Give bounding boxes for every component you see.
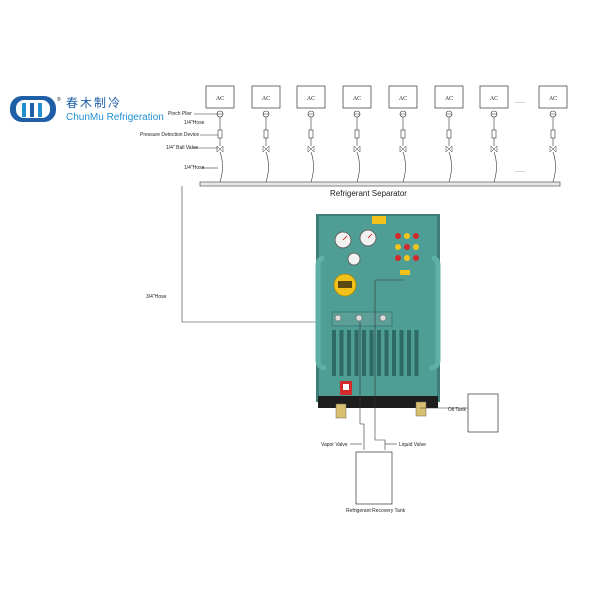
ball-valve-icon xyxy=(490,145,498,153)
ball-valve-icon xyxy=(216,145,224,153)
warning-label xyxy=(372,216,386,224)
vapor-hose xyxy=(359,322,365,450)
vent-slot xyxy=(347,330,351,376)
label-oil-tank: Oil Tank xyxy=(448,407,466,413)
machine-vents xyxy=(332,330,419,376)
quarter-hose xyxy=(493,151,497,183)
quarter-hose xyxy=(219,151,223,183)
ac-unit xyxy=(251,85,281,109)
ac-column: AC xyxy=(479,85,509,183)
recovery-machine xyxy=(315,214,441,419)
pressure-device-icon xyxy=(491,129,497,139)
left-handle xyxy=(315,255,327,371)
ac-unit-label: AC xyxy=(490,96,498,102)
ball-valve-icon xyxy=(549,145,557,153)
quarter-hose xyxy=(402,151,406,183)
label-hose-1: 1/4"Hose xyxy=(184,120,205,126)
logo-english: ChunMu Refrigeration xyxy=(66,112,164,123)
ac-unit-label: AC xyxy=(216,96,224,102)
ac-unit xyxy=(388,85,418,109)
ellipsis-top: …… xyxy=(515,99,525,105)
ac-column: AC xyxy=(388,85,418,183)
ball-valve-icon xyxy=(307,145,315,153)
label-vapor-valve: Vapor Valve xyxy=(321,442,348,448)
ac-column: AC xyxy=(205,85,235,183)
logo-chinese: 春木制冷 xyxy=(66,96,122,110)
ac-columns: AC AC AC AC AC AC AC AC xyxy=(205,85,568,183)
vent-slot xyxy=(354,330,359,376)
ball-valve-icon xyxy=(353,145,361,153)
ball-valve-icon xyxy=(399,145,407,153)
ac-column: AC xyxy=(538,85,568,183)
ball-valve-icon xyxy=(445,145,453,153)
vent-slot xyxy=(377,330,381,376)
separator-title: Refrigerant Separator xyxy=(330,189,407,198)
vent-slot xyxy=(399,330,404,376)
pressure-device-icon xyxy=(550,129,556,139)
vent-slot xyxy=(407,330,411,376)
ac-column: AC xyxy=(342,85,372,183)
vent-slot xyxy=(414,330,419,376)
label-liquid-valve: Liquid Valve xyxy=(399,442,426,448)
vent-slot xyxy=(369,330,374,376)
machine-base xyxy=(318,396,438,408)
quarter-hose xyxy=(265,151,269,183)
switch-panel xyxy=(400,270,410,275)
vent-slot xyxy=(362,330,366,376)
ac-unit xyxy=(538,85,568,109)
ellipsis-mid: …… xyxy=(515,168,525,174)
vent-slot xyxy=(384,330,389,376)
quarter-hose xyxy=(356,151,360,183)
vent-slot xyxy=(339,330,344,376)
control-knobs xyxy=(395,233,419,261)
three-quarter-hose xyxy=(181,186,330,323)
pressure-device-icon xyxy=(308,129,314,139)
ac-unit-label: AC xyxy=(445,96,453,102)
pressure-device-icon xyxy=(400,129,406,139)
ac-unit-label: AC xyxy=(353,96,361,102)
oil-tank xyxy=(467,393,499,433)
ac-unit xyxy=(342,85,372,109)
separator-pipe xyxy=(199,181,561,187)
ac-unit-label: AC xyxy=(399,96,407,102)
ac-unit xyxy=(296,85,326,109)
mid-pressure-gauge xyxy=(347,252,361,266)
vent-slot xyxy=(332,330,336,376)
vent-slot xyxy=(392,330,396,376)
ac-column: AC xyxy=(434,85,464,183)
label-three-quarter-hose: 3/4"Hose xyxy=(146,294,167,300)
pressure-device-icon xyxy=(217,129,223,139)
logo-registered: ® xyxy=(57,96,61,103)
recovery-tank xyxy=(355,451,393,505)
label-recovery-tank: Refrigerant Recovery Tank xyxy=(346,508,406,514)
ac-unit-label: AC xyxy=(307,96,315,102)
quarter-hose xyxy=(310,151,314,183)
ball-valve-icon xyxy=(262,145,270,153)
pressure-device-icon xyxy=(263,129,269,139)
liquid-hose xyxy=(374,318,386,450)
ac-unit xyxy=(205,85,235,109)
ac-column: AC xyxy=(251,85,281,183)
ac-unit xyxy=(479,85,509,109)
ac-unit-label: AC xyxy=(549,96,557,102)
label-ball-valve: 1/4" Ball Valve xyxy=(166,145,198,151)
ac-column: AC xyxy=(296,85,326,183)
chunmu-logo: ® 春木制冷 ChunMu Refrigeration xyxy=(10,96,164,123)
quarter-hose xyxy=(552,151,556,183)
right-handle xyxy=(429,255,441,371)
label-pinch-plier: Pinch Plier xyxy=(168,111,192,117)
label-pressure-device: Pressure Detection Device xyxy=(140,132,199,138)
quarter-hose xyxy=(448,151,452,183)
label-hose-2: 1/4"Hose xyxy=(184,165,205,171)
ac-unit xyxy=(434,85,464,109)
ac-unit-label: AC xyxy=(262,96,270,102)
pressure-device-icon xyxy=(446,129,452,139)
pressure-device-icon xyxy=(354,129,360,139)
